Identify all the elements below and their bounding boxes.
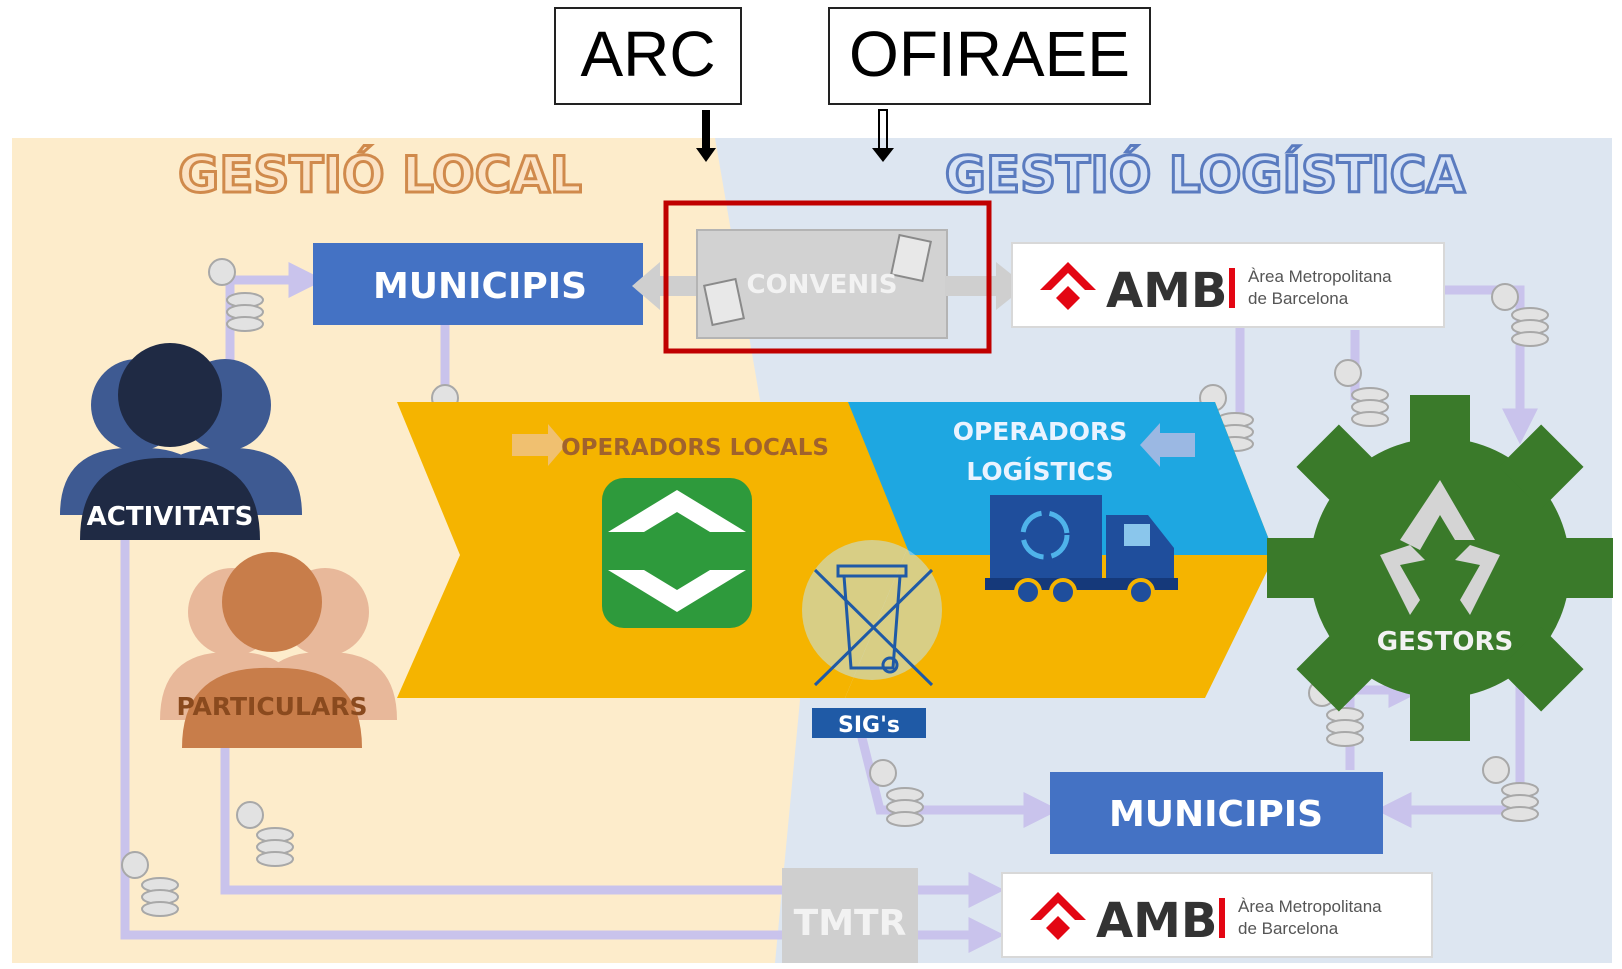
coin-stack	[208, 258, 264, 332]
activitats-label: ACTIVITATS	[87, 502, 254, 532]
coin-stack	[1482, 756, 1539, 822]
crossed-bin-icon	[802, 540, 942, 687]
amb-top-line1: Àrea Metropolitana	[1248, 267, 1392, 286]
coin-stack	[121, 851, 179, 917]
document-icon	[703, 233, 932, 327]
arc-label: ARC	[554, 7, 742, 105]
municipis-top-label: MUNICIPIS	[373, 266, 587, 307]
recycle-arrows-icon	[1380, 480, 1500, 615]
convenis-arrow-right	[945, 262, 1026, 310]
sigs-label: SIG's	[838, 713, 900, 738]
coin-stack	[869, 759, 924, 827]
amb-bottom-line1: Àrea Metropolitana	[1238, 897, 1382, 916]
sigs-box	[812, 708, 926, 738]
coin-stack	[1334, 359, 1389, 427]
particulars-people-icon	[160, 552, 397, 748]
particulars-label: PARTICULARS	[176, 692, 367, 721]
tmtr-label: TMTR	[794, 903, 907, 944]
municipis-top-box	[313, 243, 643, 325]
arrow-to-operadors-logistics	[1140, 423, 1195, 467]
local-background	[12, 138, 800, 963]
operadors-logistics-label-2: LOGÍSTICS	[966, 457, 1113, 486]
convenis-highlight	[663, 200, 992, 354]
ofiraee-label: OFIRAEE	[828, 7, 1151, 105]
convenis-label: CONVENIS	[747, 270, 898, 300]
exchange-icon	[602, 478, 752, 628]
amb-logo-icon	[1030, 892, 1086, 940]
municipis-bottom-label: MUNICIPIS	[1109, 794, 1323, 835]
coin-stack	[1491, 283, 1549, 347]
coin-stack	[236, 801, 294, 867]
ofiraee-pointer-arrow	[872, 109, 894, 162]
arrow-to-operadors-locals	[512, 424, 566, 466]
amb-top-line2: de Barcelona	[1248, 289, 1349, 308]
activitats-people-icon	[60, 343, 302, 540]
recycling-truck-icon	[985, 495, 1178, 606]
amb-bottom-acronym: AMB	[1096, 893, 1218, 949]
gestors-gear-icon	[1267, 395, 1613, 741]
gestors-label: GESTORS	[1377, 627, 1513, 657]
operadors-logistics-label-1: OPERADORS	[953, 417, 1128, 446]
logistics-section-title: GESTIÓ LOGÍSTICA	[945, 145, 1465, 204]
tmtr-box	[782, 868, 918, 963]
amb-top-divider	[1229, 268, 1235, 308]
amb-top-acronym: AMB	[1106, 263, 1228, 319]
amb-logo-icon	[1040, 262, 1096, 310]
local-section-title: GESTIÓ LOCAL	[178, 145, 582, 204]
municipis-bottom-box	[1050, 772, 1383, 854]
operadors-locals-label: OPERADORS LOCALS	[561, 435, 829, 461]
arc-pointer-arrow	[696, 110, 716, 162]
amb-bottom-line2: de Barcelona	[1238, 919, 1339, 938]
amb-bottom-divider	[1219, 898, 1225, 938]
coin-stack	[1308, 679, 1364, 747]
